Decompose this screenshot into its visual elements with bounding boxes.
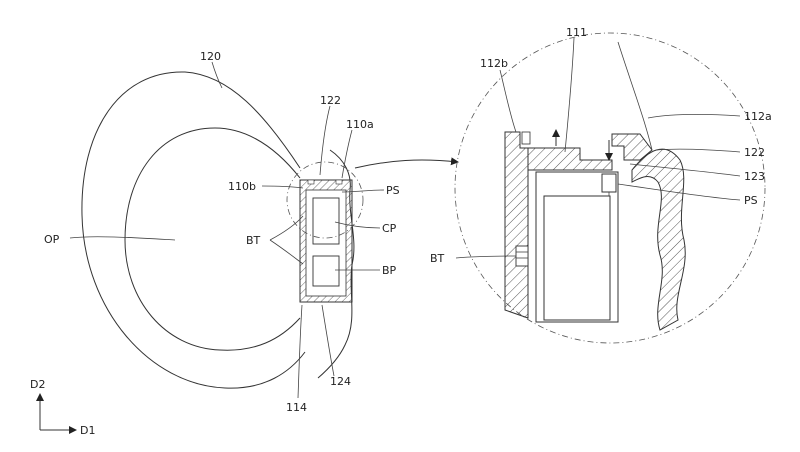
- label-detail-bt: BT: [430, 252, 445, 265]
- label-detail-112b: 112b: [480, 57, 508, 70]
- axis-label-d1: D1: [80, 424, 95, 437]
- label-ps: PS: [386, 184, 400, 197]
- detail-left-wall: [504, 131, 529, 319]
- top-notch-right: [335, 179, 343, 185]
- detail-right-bracket: [611, 133, 653, 161]
- label-detail-112a: 112a: [744, 110, 772, 123]
- label-detail-123: 123: [744, 170, 765, 183]
- detail-notch: [521, 131, 531, 145]
- detail-arrow: [354, 157, 459, 169]
- label-122: 122: [320, 94, 341, 107]
- label-detail-111: 111: [566, 26, 587, 39]
- detail-circuit-part: [543, 195, 611, 321]
- ring-device: [69, 61, 459, 399]
- label-cp: CP: [382, 222, 397, 235]
- ring-inner-contour: [124, 127, 301, 351]
- label-114: 114: [286, 401, 307, 414]
- detail-view: [454, 32, 766, 344]
- label-124: 124: [330, 375, 351, 388]
- detail-battery-terminal: [515, 245, 529, 267]
- label-op: OP: [44, 233, 60, 246]
- detail-top-bar: [527, 147, 613, 171]
- label-bp: BP: [382, 264, 397, 277]
- label-bt: BT: [246, 234, 261, 247]
- axis-indicator: [36, 393, 77, 434]
- label-120: 120: [200, 50, 221, 63]
- label-110a: 110a: [346, 118, 374, 131]
- top-notch-left: [307, 179, 315, 185]
- circuit-part: [312, 197, 340, 245]
- label-110b: 110b: [228, 180, 256, 193]
- battery-part: [312, 255, 340, 287]
- detail-right-wall: [631, 148, 686, 331]
- label-detail-122: 122: [744, 146, 765, 159]
- label-detail-ps: PS: [744, 194, 758, 207]
- axis-label-d2: D2: [30, 378, 45, 391]
- detail-marker-circle: [286, 161, 364, 239]
- detail-circle: [454, 32, 766, 344]
- ring-outer-contour: [81, 71, 306, 389]
- detail-pressure-sensor: [601, 173, 617, 193]
